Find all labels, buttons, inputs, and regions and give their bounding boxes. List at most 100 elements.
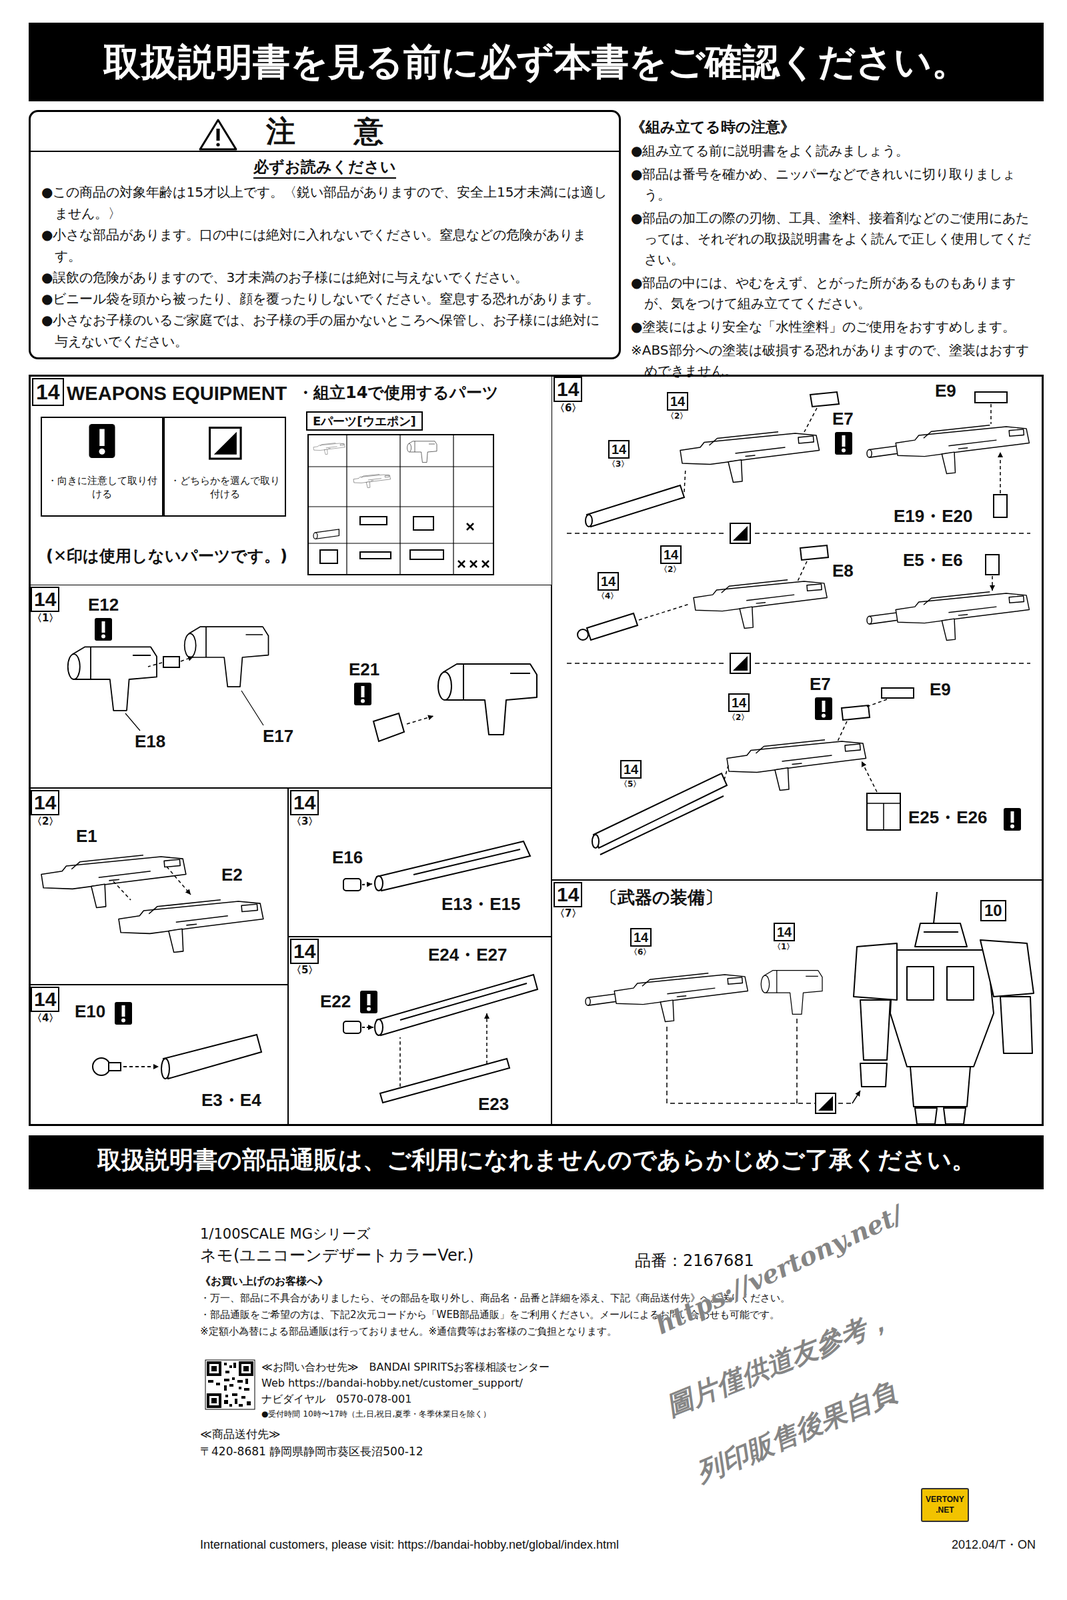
p14-text: 14 [290, 790, 319, 816]
msub-text: ・組立14で使用するパーツ [297, 383, 499, 403]
step-substep: 〈3〉 [607, 460, 629, 469]
p14-text: 14 [30, 986, 60, 1013]
equip-figure [585, 892, 1034, 1125]
step-substep: 〈2〉 [659, 565, 681, 574]
note-text: ●塗装にはより安全な「水性塗料」のご使用をおすすめします。 [630, 316, 1041, 338]
rifle-assembly [726, 740, 867, 791]
rifle-halves [113, 866, 191, 901]
barrel-parts [92, 1058, 111, 1076]
footer-text: ≪商品送付先≫ [200, 1427, 534, 1444]
symbol-icon [89, 424, 116, 459]
qr-code [208, 1363, 251, 1408]
launcher-parts [148, 656, 194, 667]
sprue-drawing [313, 529, 339, 539]
caus-text: 必ずお読みください [253, 157, 397, 179]
sprue-drawing [320, 550, 338, 564]
either-icon [114, 990, 378, 1025]
equip-figure [815, 1093, 836, 1114]
sprue-drawing [466, 523, 474, 531]
rifle-assembly [593, 773, 727, 849]
step-substep: 〈6〉 [629, 948, 651, 957]
p14-text: 14 [30, 586, 60, 613]
part-number: E17 [261, 726, 295, 747]
note-text: ※ABS部分への塗装は破損する恐れがありますので、塗装はおすすめできません。 [630, 340, 1041, 382]
footer-text: ●受付時間 10時〜17時（土,日,祝日,夏季・冬季休業日を除く） [261, 1409, 862, 1421]
either-icon [360, 990, 378, 1014]
spl-text: Eパーツ[ウエポン] [306, 411, 423, 431]
footer-text: ナビダイヤル 0570-078-001 [261, 1392, 862, 1408]
sprue-drawing [407, 441, 437, 463]
launcher-parts [184, 626, 269, 687]
cauh-text: 注 意 [30, 112, 619, 153]
psub-text: 〈4〉 [32, 1013, 59, 1024]
footer-text: ・万一、部品に不具合がありましたら、その部品を取り外し、商品名・品番と詳細を添え… [200, 1291, 967, 1306]
equip-figure [933, 892, 937, 924]
qr-code [241, 1364, 251, 1374]
barrel-parts [123, 1066, 159, 1068]
mwe-text: WEAPONS EQUIPMENT [66, 382, 287, 406]
caution-box: 注 意必ずお読みください●この商品の対象年齢は15才以上です。〈鋭い部品がありま… [28, 110, 621, 360]
qr-code [243, 1366, 249, 1372]
equip-figure [890, 950, 994, 1067]
part-number: E22 [318, 992, 353, 1013]
rifle-assembly [800, 545, 829, 561]
cab-text: ●誤飲の危険がありますので、3才未満のお子様には絶対に与えないでください。 [30, 266, 619, 289]
launcher-parts [68, 646, 157, 711]
part-number: E5・E6 [901, 550, 965, 571]
mx-text: (✕印は使用しないパーツです。) [46, 546, 288, 567]
part-number: E7 [830, 409, 855, 430]
part-number: E25・E26 [906, 808, 989, 829]
rifle-assembly [866, 592, 1029, 641]
footer-text: ネモ(ユニコーンデザートカラーVer.) [200, 1245, 627, 1267]
rifle-assembly [577, 629, 589, 641]
rifle-assembly [866, 793, 901, 831]
rifle-assembly [1003, 808, 1021, 831]
part-number: E10 [73, 1002, 107, 1023]
qr-code [209, 1364, 219, 1374]
title-band: 取扱説明書を見る前に必ず本書をご確認ください。 [28, 22, 1044, 102]
rifle-assembly [974, 392, 1007, 403]
launcher-parts [354, 682, 372, 706]
sprue-drawing [308, 434, 494, 575]
equip-figure [1000, 996, 1033, 1054]
step-tag: 14 [620, 760, 642, 779]
rifle-assembly [585, 514, 593, 527]
rifle-assembly [566, 533, 1031, 664]
rifle-assembly [730, 653, 751, 674]
rifle-assembly [586, 485, 685, 527]
symbol-box: ・向きに注意して取り付ける [40, 416, 164, 517]
m14-text: 14 [32, 378, 65, 407]
rifle-assembly [600, 796, 724, 855]
part-number: E13・E15 [440, 894, 523, 915]
part-number: E24・E27 [426, 945, 509, 966]
step-substep: 〈4〉 [596, 592, 619, 601]
step-panel: 14〈7〉〔武器の装備〕 [551, 880, 1044, 1127]
caution-icon [216, 128, 221, 141]
rifle-assembly [684, 404, 1001, 494]
step-panel: 14〈5〉 [288, 936, 552, 1127]
part-number: E2 [220, 865, 245, 886]
caution-icon [216, 142, 220, 147]
equip-figure [906, 966, 974, 1001]
rifle-halves [118, 900, 264, 953]
launcher-parts [438, 664, 537, 735]
part-number: E3・E4 [200, 1091, 263, 1112]
step-substep: 〈5〉 [619, 780, 641, 789]
barrel-parts [161, 1058, 170, 1080]
equip-figure [666, 1018, 853, 1104]
part-number: E7 [808, 674, 833, 695]
step-substep: 〈2〉 [727, 713, 749, 722]
cab-text: ●小さなお子様のいるご家庭では、お子様の手の届かないところへ保管し、お子様には絶… [30, 309, 619, 353]
step-tag: 14 [666, 392, 689, 411]
sym-text: ・向きに注意して取り付ける [42, 418, 163, 506]
launcher-parts [125, 690, 264, 731]
barrel-parts [400, 983, 527, 1021]
qr-code [206, 1361, 222, 1377]
p14-text: 14 [290, 938, 319, 965]
footer-text: 〒420-8681 静岡県静岡市葵区長沼500-12 [200, 1444, 667, 1461]
sprue-drawing [482, 560, 489, 568]
symbol-icon [89, 424, 242, 459]
weapons-panel: 14WEAPONS EQUIPMENT・組立14で使用するパーツ(✕印は使用しな… [28, 374, 1044, 1127]
rifle-assembly [724, 699, 887, 793]
